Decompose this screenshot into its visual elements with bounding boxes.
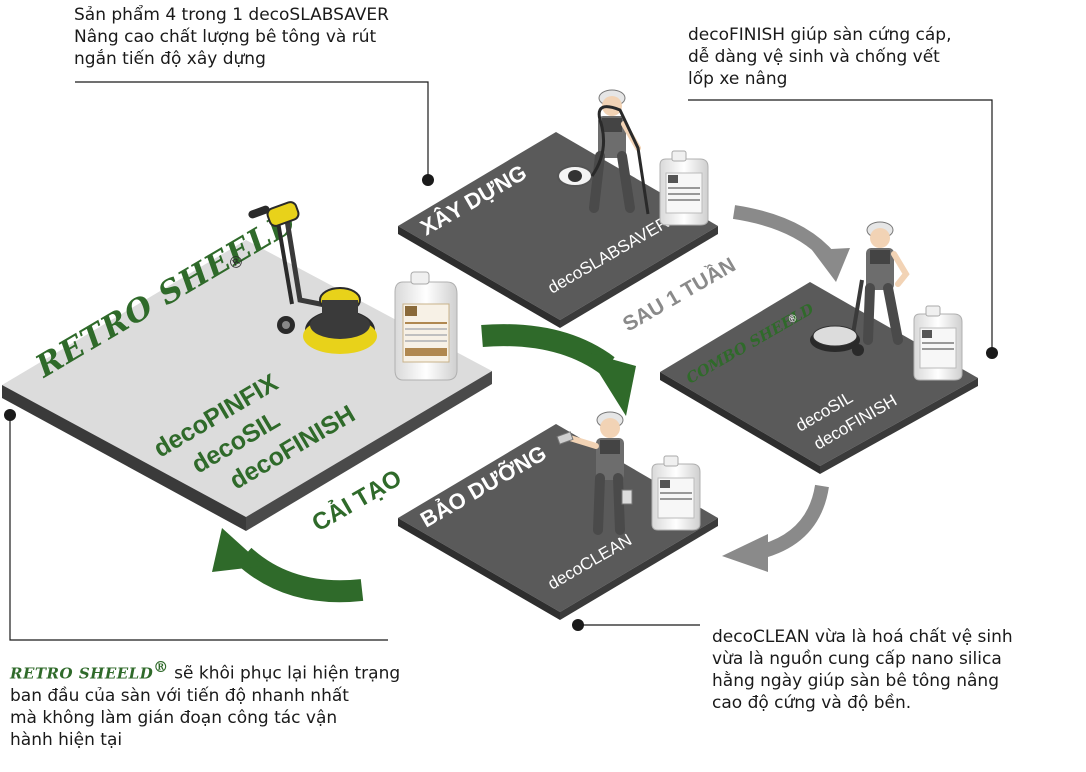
note-bottom-right-line: cao độ cứng và độ bền.	[712, 693, 912, 713]
connector-bottom-left	[9, 415, 388, 641]
note-top-right-line: dễ dàng vệ sinh và chống vết	[688, 47, 940, 67]
worker-icon	[863, 221, 910, 345]
combo-registered-mark: ®	[786, 312, 800, 327]
note-top-right: decoFINISH giúp sàn cứng cáp, dễ dàng vệ…	[688, 24, 951, 90]
connector-dot-bottom-right	[572, 619, 584, 631]
retro-registered-inline: ®	[153, 658, 169, 676]
worker-icon	[556, 411, 633, 535]
note-top-right-line: decoFINISH giúp sàn cứng cáp,	[688, 25, 952, 45]
chemical-can-icon	[394, 271, 458, 381]
note-bottom-left-line: hành hiện tại	[10, 729, 123, 750]
connector-top-right	[688, 99, 993, 353]
note-bottom-left-line: mà không làm gián đoạn công tác vận	[10, 707, 338, 728]
connector-dot-top-right	[986, 347, 998, 359]
connector-dot-bottom-left	[4, 409, 16, 421]
chemical-can-icon	[651, 455, 701, 531]
connector-top-left	[75, 81, 429, 180]
note-top-left-line: Sản phẩm 4 trong 1 decoSLABSAVER	[74, 5, 389, 25]
note-bottom-left-rest: sẽ khôi phục lại hiện trạng	[168, 663, 401, 684]
chemical-can-icon	[913, 305, 963, 381]
note-top-left-line: ngắn tiến độ xây dựng	[74, 49, 266, 69]
connector-dot-top-left	[422, 174, 434, 186]
note-bottom-left: RETRO SHEELD® sẽ khôi phục lại hiện trạn…	[10, 656, 400, 751]
vacuum-icon	[557, 105, 650, 215]
arrow-retro-to-bao-duong	[481, 324, 636, 416]
note-bottom-right: decoCLEAN vừa là hoá chất vệ sinh vừa là…	[712, 626, 1013, 714]
connector-lines	[9, 81, 993, 641]
note-bottom-right-line: hằng ngày giúp sàn bê tông nâng	[712, 671, 999, 691]
note-top-left-line: Nâng cao chất lượng bê tông và rút	[74, 27, 377, 47]
arrow-xay-dung-to-combo	[732, 205, 850, 282]
note-top-right-line: lốp xe nâng	[688, 69, 788, 89]
floor-machine-icon	[248, 201, 377, 354]
retro-brand-inline: RETRO SHEELD	[10, 664, 154, 683]
floor-machine-icon	[810, 279, 864, 356]
note-bottom-right-line: decoCLEAN vừa là hoá chất vệ sinh	[712, 627, 1013, 647]
note-bottom-right-line: vừa là nguồn cung cấp nano silica	[712, 649, 1002, 669]
chemical-can-icon	[659, 150, 709, 226]
note-top-left: Sản phẩm 4 trong 1 decoSLABSAVER Nâng ca…	[74, 4, 389, 70]
note-bottom-left-line: ban đầu của sàn với tiến độ nhanh nhất	[10, 685, 349, 706]
arrow-combo-to-bao-duong	[722, 484, 829, 572]
note-bottom-left-first-line: RETRO SHEELD® sẽ khôi phục lại hiện trạn…	[10, 656, 400, 685]
arrow-cai-tao-to-retro	[212, 528, 364, 603]
